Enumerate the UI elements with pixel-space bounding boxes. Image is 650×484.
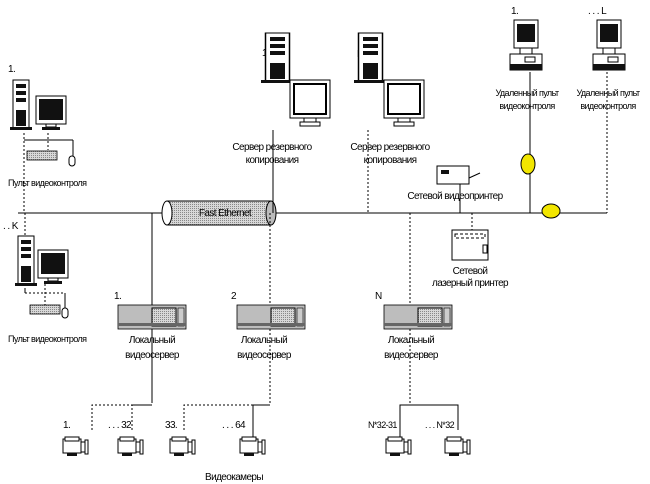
video-server-icon: [117, 304, 187, 330]
backup-server-label: копирования: [246, 155, 299, 166]
remote-console-label: Удаленный пульт: [576, 88, 639, 98]
backup-server-label: копирования: [364, 155, 417, 166]
workstation-k: . . K Пульт видеоконтроля: [3, 213, 88, 344]
video-server-index: 1.: [114, 291, 121, 302]
mouse-icon: [61, 307, 69, 319]
video-server-label: видеосервер: [125, 350, 180, 361]
network-laser-printer: Сетевой лазерный принтер: [432, 213, 510, 289]
camera-icon: [169, 436, 196, 457]
server-tower-icon: [353, 32, 388, 84]
workstation-label: Пульт видеоконтроля: [8, 178, 87, 188]
laser-printer-label: лазерный принтер: [432, 278, 509, 289]
workstation-1: 1. Пульт видеоконтроля: [8, 64, 88, 213]
mouse-icon: [68, 155, 76, 167]
camera-icon: [117, 436, 144, 457]
backup-server-label: Сервер резервного: [232, 142, 312, 153]
remote-console-icon: [592, 19, 626, 71]
remote-console-icon: [509, 19, 543, 71]
remote-console-label: Удаленный пульт: [495, 88, 558, 98]
camera-icon: [239, 436, 266, 457]
camera-icon: [444, 436, 471, 457]
local-video-server-2: 2 Локальный видеосервер 33. . . . 64: [165, 213, 306, 457]
remote-console-index: 1.: [511, 6, 518, 17]
remote-console-label: видеоконтроля: [499, 101, 555, 111]
backup-server-label: Сервер резервного: [350, 142, 430, 153]
video-server-icon: [236, 304, 306, 330]
workstation-label: Пульт видеоконтроля: [8, 334, 87, 344]
remote-console-index: . . . L: [588, 6, 607, 17]
remote-console-1: 1. Удаленный пульт видеоконтроля: [495, 6, 560, 213]
computer-tower-icon: [14, 235, 38, 287]
backup-server-m: M Сервер резервного копирования: [350, 32, 431, 213]
video-server-index: 2: [231, 291, 237, 302]
camera-index: N*32-31: [368, 420, 397, 430]
camera-index: . . . N*32: [425, 420, 455, 430]
local-video-server-n: N Локальный видеосервер N*32-31 . . . N*…: [368, 213, 471, 457]
monitor-icon: [37, 249, 69, 285]
monitor-icon: [35, 95, 67, 131]
camera-index: 1.: [63, 420, 70, 431]
fast-ethernet-bus: Fast Ethernet: [161, 200, 277, 226]
camera-index: . . . 64: [222, 420, 246, 431]
camera-index: . . . 32: [108, 420, 132, 431]
remote-console-label: видеоконтроля: [580, 101, 636, 111]
local-video-server-1: 1. Локальный видеосервер 1. . . . 32: [62, 213, 187, 457]
remote-console-l: . . . L Удаленный пульт видеоконтроля: [541, 6, 641, 219]
workstation-index: 1.: [8, 64, 15, 75]
video-printer-icon: [436, 165, 470, 185]
video-printer-label: Сетевой видеопринтер: [407, 191, 503, 202]
network-video-printer: Сетевой видеопринтер: [407, 165, 504, 213]
server-tower-icon: [260, 32, 295, 84]
bus-label: Fast Ethernet: [199, 208, 252, 219]
camera-index: 33.: [165, 420, 177, 431]
video-server-index: N: [375, 291, 382, 302]
keyboard-icon: [29, 304, 61, 315]
monitor-icon: [289, 79, 331, 127]
video-server-label: Локальный: [388, 335, 434, 346]
video-server-label: видеосервер: [384, 350, 439, 361]
computer-tower-icon: [9, 79, 33, 131]
camera-icon: [62, 436, 89, 457]
link-marker-icon: [541, 203, 561, 219]
laser-printer-label: Сетевой: [453, 266, 488, 277]
camera-icon: [385, 436, 412, 457]
cameras-label: Видеокамеры: [205, 472, 263, 483]
link-marker-icon: [520, 153, 536, 175]
backup-server-1: 1. Сервер резервного копирования: [232, 32, 331, 213]
video-server-label: Локальный: [241, 335, 287, 346]
video-server-icon: [383, 304, 453, 330]
video-server-label: Локальный: [129, 335, 175, 346]
video-server-label: видеосервер: [237, 350, 292, 361]
workstation-index: . . K: [3, 221, 19, 232]
monitor-icon: [383, 79, 425, 127]
keyboard-icon: [26, 150, 58, 161]
